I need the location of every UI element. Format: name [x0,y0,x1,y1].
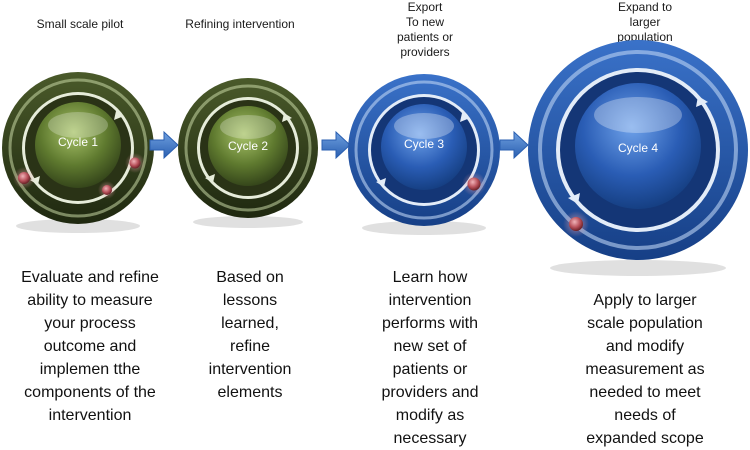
cycle-1: Cycle 1 [2,72,154,233]
arrow-2-3 [321,130,351,160]
caption-cycle-1: Small scale pilot [36,17,124,31]
description-cycle-3: Learn how intervention performs with new… [381,269,479,447]
description-cycle-2: Based on lessons learned, refine interve… [208,269,292,401]
description-cycle-4: Apply to larger scale population and mod… [585,292,705,447]
cycle-4: Cycle 4 [528,40,748,276]
marker-4a [569,217,583,231]
caption-cycle-3: Export To new patients or providers [396,0,454,59]
cycle-2-label: Cycle 2 [228,139,268,153]
cycle-3-label: Cycle 3 [404,137,444,151]
description-cycle-1: Evaluate and refine ability to measure y… [21,269,159,424]
arrow-1-2 [149,130,179,160]
cycle-4-label: Cycle 4 [618,141,658,155]
cycle-2: Cycle 2 [178,78,318,228]
caption-cycle-2: Refining intervention [185,17,295,31]
cycle-3: Cycle 3 [348,74,500,235]
marker-1c [102,185,112,195]
marker-3a [467,177,481,191]
arrow-3-4 [499,130,529,160]
cycle-1-label: Cycle 1 [58,135,98,149]
marker-1b [129,157,141,169]
marker-1a [18,172,30,184]
